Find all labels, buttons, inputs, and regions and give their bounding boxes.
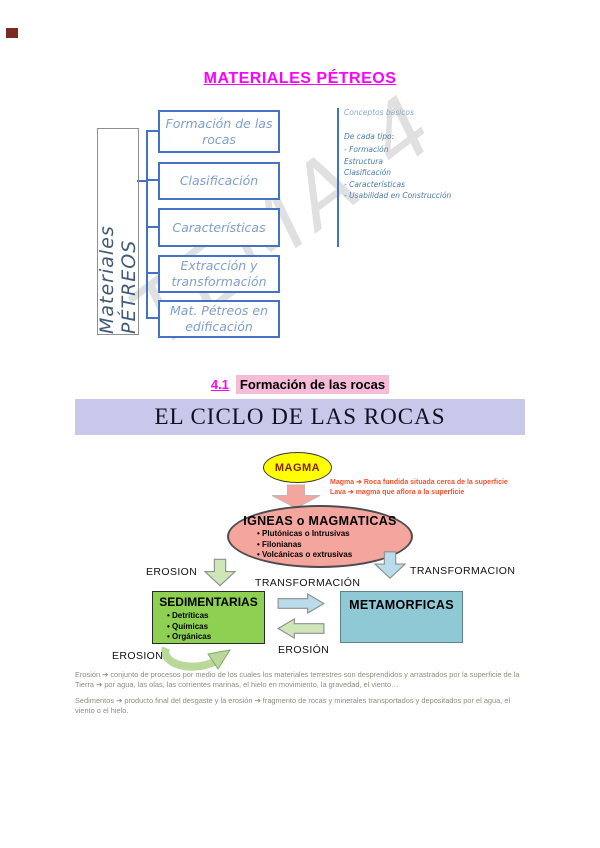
connector-stub <box>146 226 158 228</box>
page-title: MATERIALES PÉTREOS <box>203 70 397 87</box>
connector-stub <box>146 130 158 132</box>
erosion-mid-label: EROSIÓN <box>278 644 330 656</box>
section-heading: 4.1 Formación de las rocas <box>0 375 600 394</box>
side-note-item: - Usabilidad en Construcción <box>344 191 452 200</box>
sedimentarias-item: Químicas <box>167 622 264 633</box>
transformacion-center-label: TRANSFORMACIÓN <box>255 577 361 589</box>
sedimentarias-title: SEDIMENTARIAS <box>159 595 258 609</box>
mindmap-branch-extraccion: Extracción y transformación <box>158 255 280 293</box>
connector-stub <box>146 317 158 319</box>
sedimentarias-item: Orgánicas <box>167 632 264 643</box>
erosion-paragraph: Erosión ➔ conjunto de procesos por medio… <box>75 670 520 689</box>
connector-root-stub <box>137 180 146 182</box>
left-arrow <box>277 618 325 639</box>
side-note-item: Estructura <box>344 156 383 166</box>
igneas-ellipse: IGNEAS o MAGMATICAS Plutónicas o Intrusi… <box>227 505 413 568</box>
igneas-item: Volcánicas o extrusivas <box>257 550 411 561</box>
connector-trunk <box>146 130 148 319</box>
mindmap-branch-formacion: Formación de las rocas <box>158 110 280 153</box>
mindmap-branch-clasificacion: Clasificación <box>158 162 280 200</box>
cycle-banner: EL CICLO DE LAS ROCAS <box>75 399 525 435</box>
section-title: Formación de las rocas <box>235 375 390 394</box>
magma-label: MAGMA <box>274 461 321 474</box>
side-note-item: - Características <box>344 179 406 189</box>
magma-down-arrow <box>271 484 321 509</box>
magma-ellipse: MAGMA <box>263 452 332 483</box>
corner-mark <box>6 28 18 38</box>
erosion-curved-arrow <box>161 646 232 671</box>
side-notes-border <box>337 108 339 247</box>
connector-stub <box>146 179 158 181</box>
branch-label: Mat. Pétreos en edificación <box>170 303 268 334</box>
sedimentarias-list: Detríticas Químicas Orgánicas <box>167 611 264 643</box>
right-arrow <box>277 593 325 614</box>
transformacion-down-arrow <box>374 551 406 579</box>
side-notes-heading: Conceptos básicos <box>344 108 414 117</box>
igneas-title: IGNEAS o MAGMATICAS <box>243 514 397 528</box>
igneas-item: Plutónicas o Intrusivas <box>257 529 411 540</box>
magma-notes: Magma ➔ Roca fundida situada cerca de la… <box>330 478 540 497</box>
igneas-item: Filonianas <box>257 540 411 551</box>
metamorficas-box: METAMORFICAS <box>340 591 463 643</box>
transformacion-right-label: TRANSFORMACION <box>410 565 516 577</box>
lava-note: Lava ➔ magma que aflora a la superficie <box>330 488 465 496</box>
igneas-list: Plutónicas o Intrusivas Filonianas Volcá… <box>257 529 411 561</box>
section-number: 4.1 <box>210 377 229 392</box>
branch-label: Formación de las rocas <box>165 115 273 147</box>
side-notes-subheading: De cada tipo: <box>344 132 395 141</box>
side-note-item: - Formación <box>344 145 389 154</box>
mindmap-branch-caracteristicas: Características <box>158 208 280 247</box>
side-notes: Conceptos básicos De cada tipo: - Formac… <box>344 108 484 202</box>
erosion-bottom-label: EROSION <box>112 650 164 662</box>
mindmap-root-label: Materiales PÉTREOS <box>96 225 140 334</box>
magma-note: Magma ➔ Roca fundida situada cerca de la… <box>330 479 508 486</box>
erosion-left-label: EROSION <box>146 566 198 578</box>
side-note-item: Clasificación <box>344 168 392 177</box>
mindmap-root-box: Materiales PÉTREOS <box>96 128 140 335</box>
erosion-down-arrow <box>204 558 236 587</box>
branch-label: Extracción y transformación <box>171 258 267 289</box>
branch-label: Clasificación <box>179 173 259 189</box>
mindmap-branch-edificacion: Mat. Pétreos en edificación <box>158 300 280 338</box>
sedimentos-paragraph: Sedimentos ➔ producto final del desgaste… <box>75 696 511 715</box>
metamorficas-title: METAMORFICAS <box>349 598 454 612</box>
sedimentarias-item: Detríticas <box>167 611 264 622</box>
connector-stub <box>146 272 158 274</box>
sedimentarias-box: SEDIMENTARIAS Detríticas Químicas Orgáni… <box>152 591 265 644</box>
branch-label: Características <box>172 219 266 235</box>
cycle-banner-title: EL CICLO DE LAS ROCAS <box>154 404 446 429</box>
